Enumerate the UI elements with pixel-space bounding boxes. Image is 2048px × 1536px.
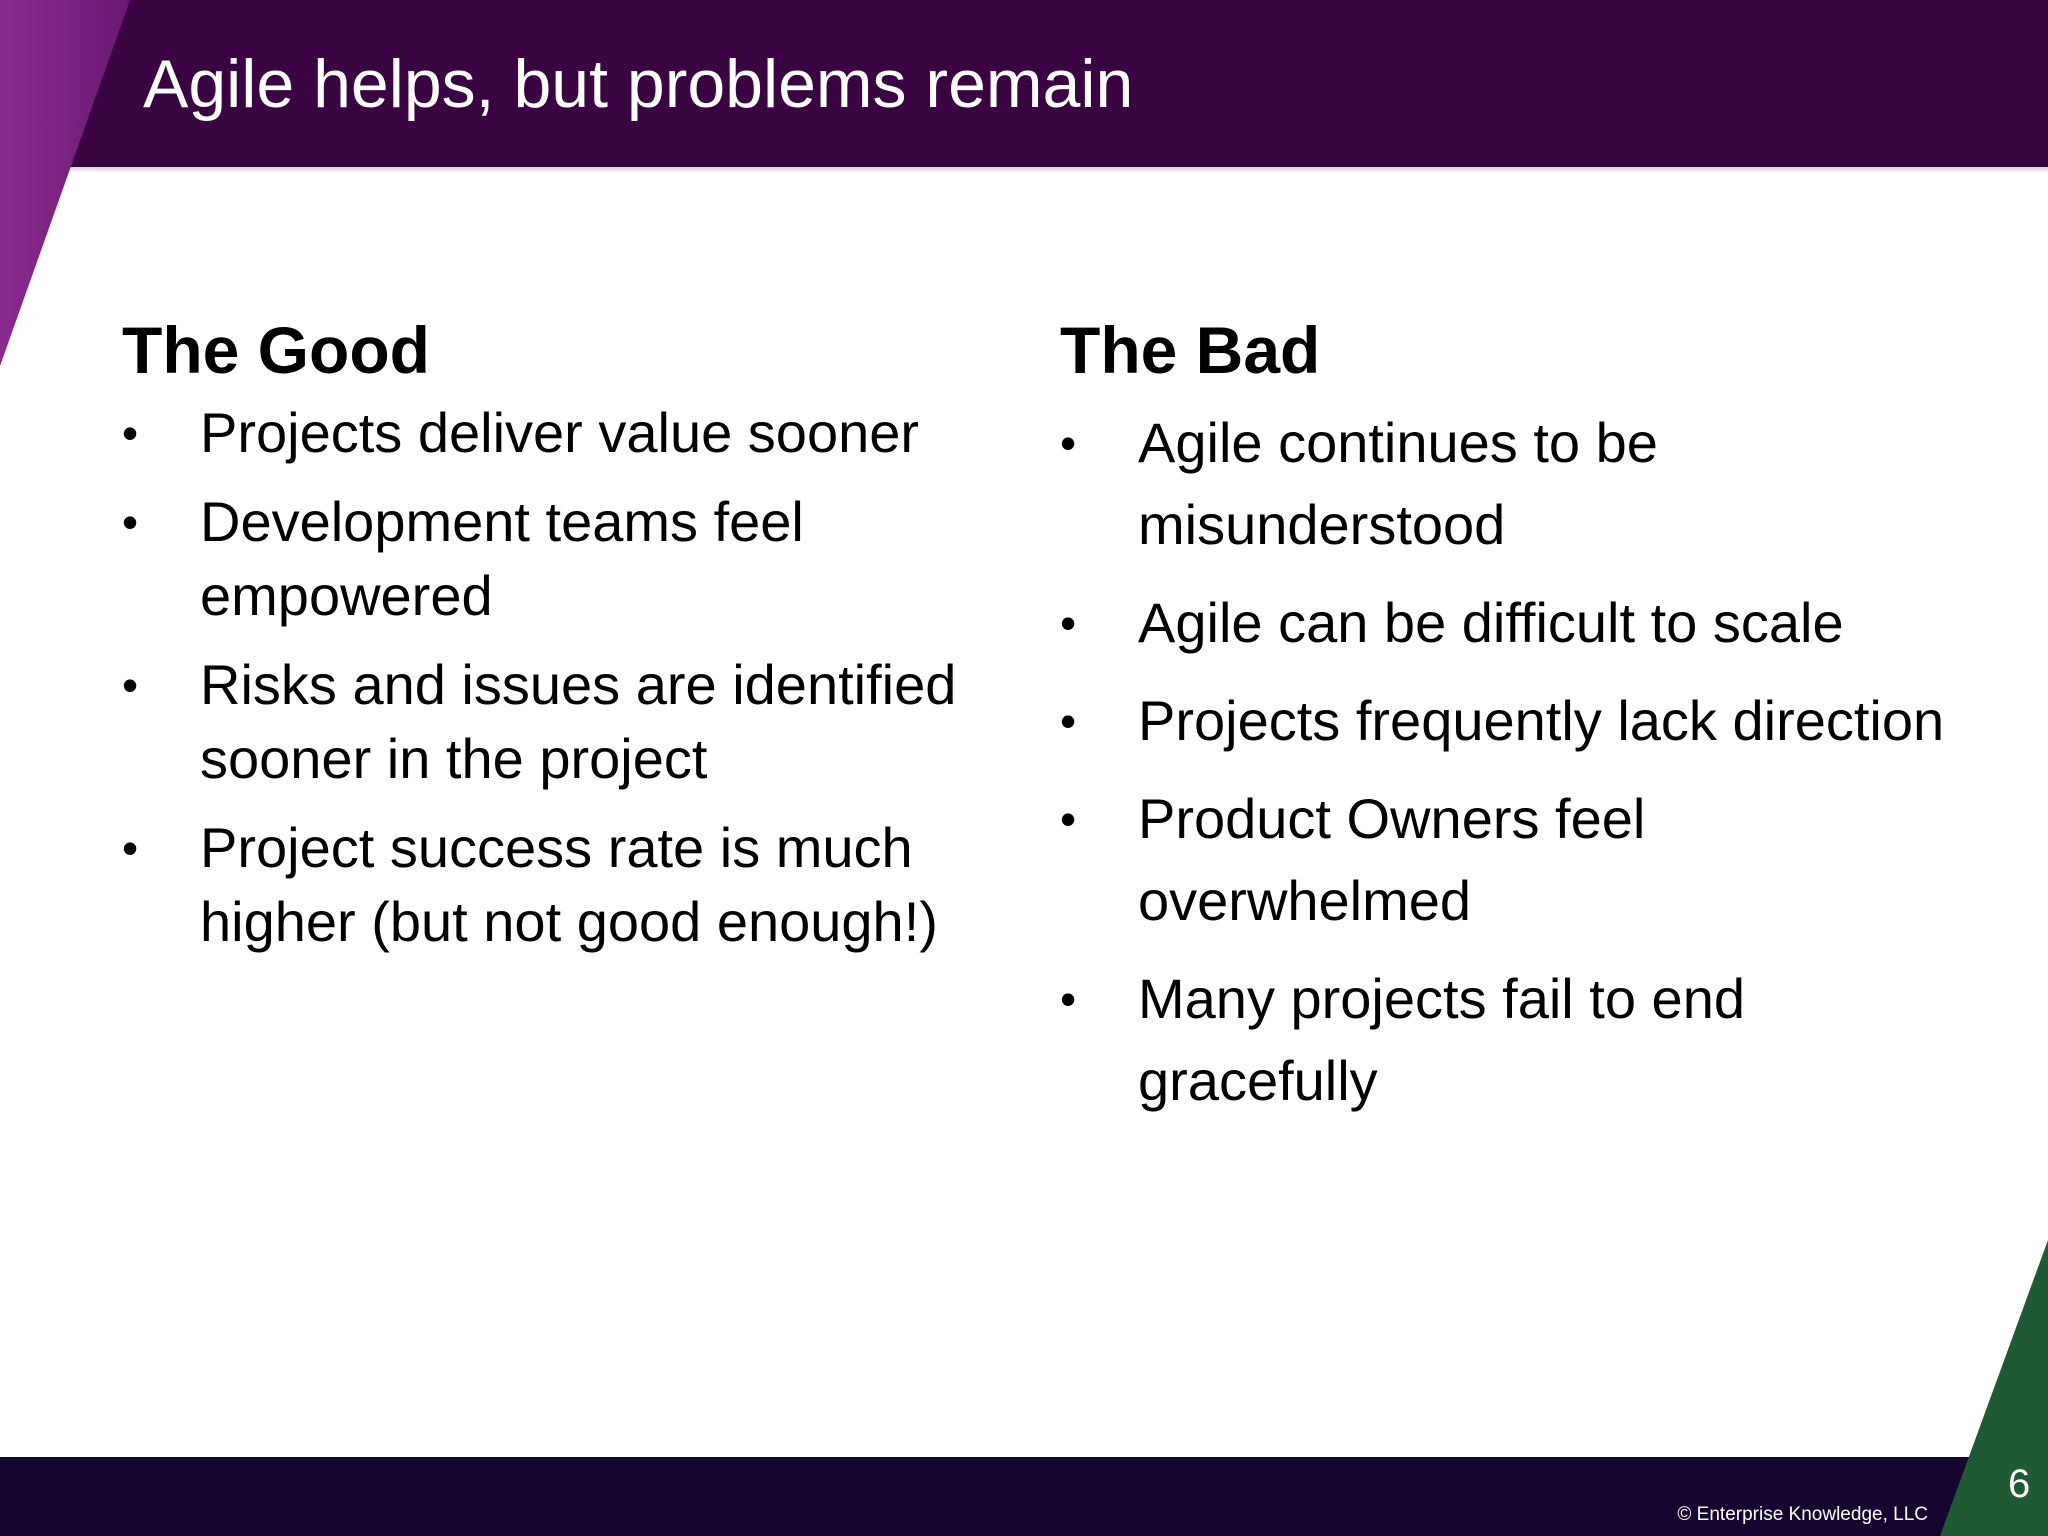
list-item: • Projects frequently lack direction <box>1060 680 1960 762</box>
bullet-icon: • <box>122 496 139 548</box>
good-column: The Good • Projects deliver value sooner … <box>122 310 992 974</box>
list-item: • Projects deliver value sooner <box>122 396 992 470</box>
bullet-icon: • <box>1060 597 1077 649</box>
list-item: • Product Owners feel overwhelmed <box>1060 778 1960 942</box>
list-item-text: Project success rate is much higher (but… <box>200 816 938 953</box>
bad-column: The Bad • Agile continues to be misunders… <box>1060 310 1960 1138</box>
bad-heading: The Bad <box>1060 313 1321 387</box>
list-item-text: Risks and issues are identified sooner i… <box>200 653 957 790</box>
bullet-icon: • <box>1060 695 1077 747</box>
list-item: • Development teams feel empowered <box>122 485 992 633</box>
header-bar <box>0 0 2048 167</box>
bad-list: • Agile continues to be misunderstood • Ag… <box>1060 402 1960 1122</box>
good-heading: The Good <box>122 313 430 387</box>
slide-number: 6 <box>2008 1462 2031 1506</box>
list-item-text: Product Owners feel overwhelmed <box>1138 787 1646 932</box>
bullet-icon: • <box>1060 417 1077 469</box>
bullet-icon: • <box>122 407 139 459</box>
list-item: • Agile can be difficult to scale <box>1060 582 1960 664</box>
list-item: • Agile continues to be misunderstood <box>1060 402 1960 566</box>
footer-bar <box>0 1457 2048 1536</box>
list-item-text: Projects frequently lack direction <box>1138 689 1945 752</box>
list-item: • Many projects fail to end gracefully <box>1060 958 1960 1122</box>
list-item-text: Development teams feel empowered <box>200 490 804 627</box>
slide-title: Agile helps, but problems remain <box>143 46 1134 122</box>
list-item: • Risks and issues are identified sooner … <box>122 648 992 796</box>
list-item: • Project success rate is much higher (bu… <box>122 811 992 959</box>
left-accent-shape <box>0 0 130 366</box>
list-item-text: Agile can be difficult to scale <box>1138 591 1844 654</box>
list-item-text: Agile continues to be misunderstood <box>1138 411 1658 556</box>
header-shadow <box>0 167 2048 173</box>
bullet-icon: • <box>1060 793 1077 845</box>
list-item-text: Many projects fail to end gracefully <box>1138 967 1745 1112</box>
good-list: • Projects deliver value sooner • Developm… <box>122 396 992 959</box>
list-item-text: Projects deliver value sooner <box>200 401 920 464</box>
bullet-icon: • <box>1060 973 1077 1025</box>
bullet-icon: • <box>122 659 139 711</box>
copyright-text: © Enterprise Knowledge, LLC <box>1677 1504 1928 1525</box>
right-accent-shape <box>1940 1240 2048 1536</box>
bullet-icon: • <box>122 822 139 874</box>
